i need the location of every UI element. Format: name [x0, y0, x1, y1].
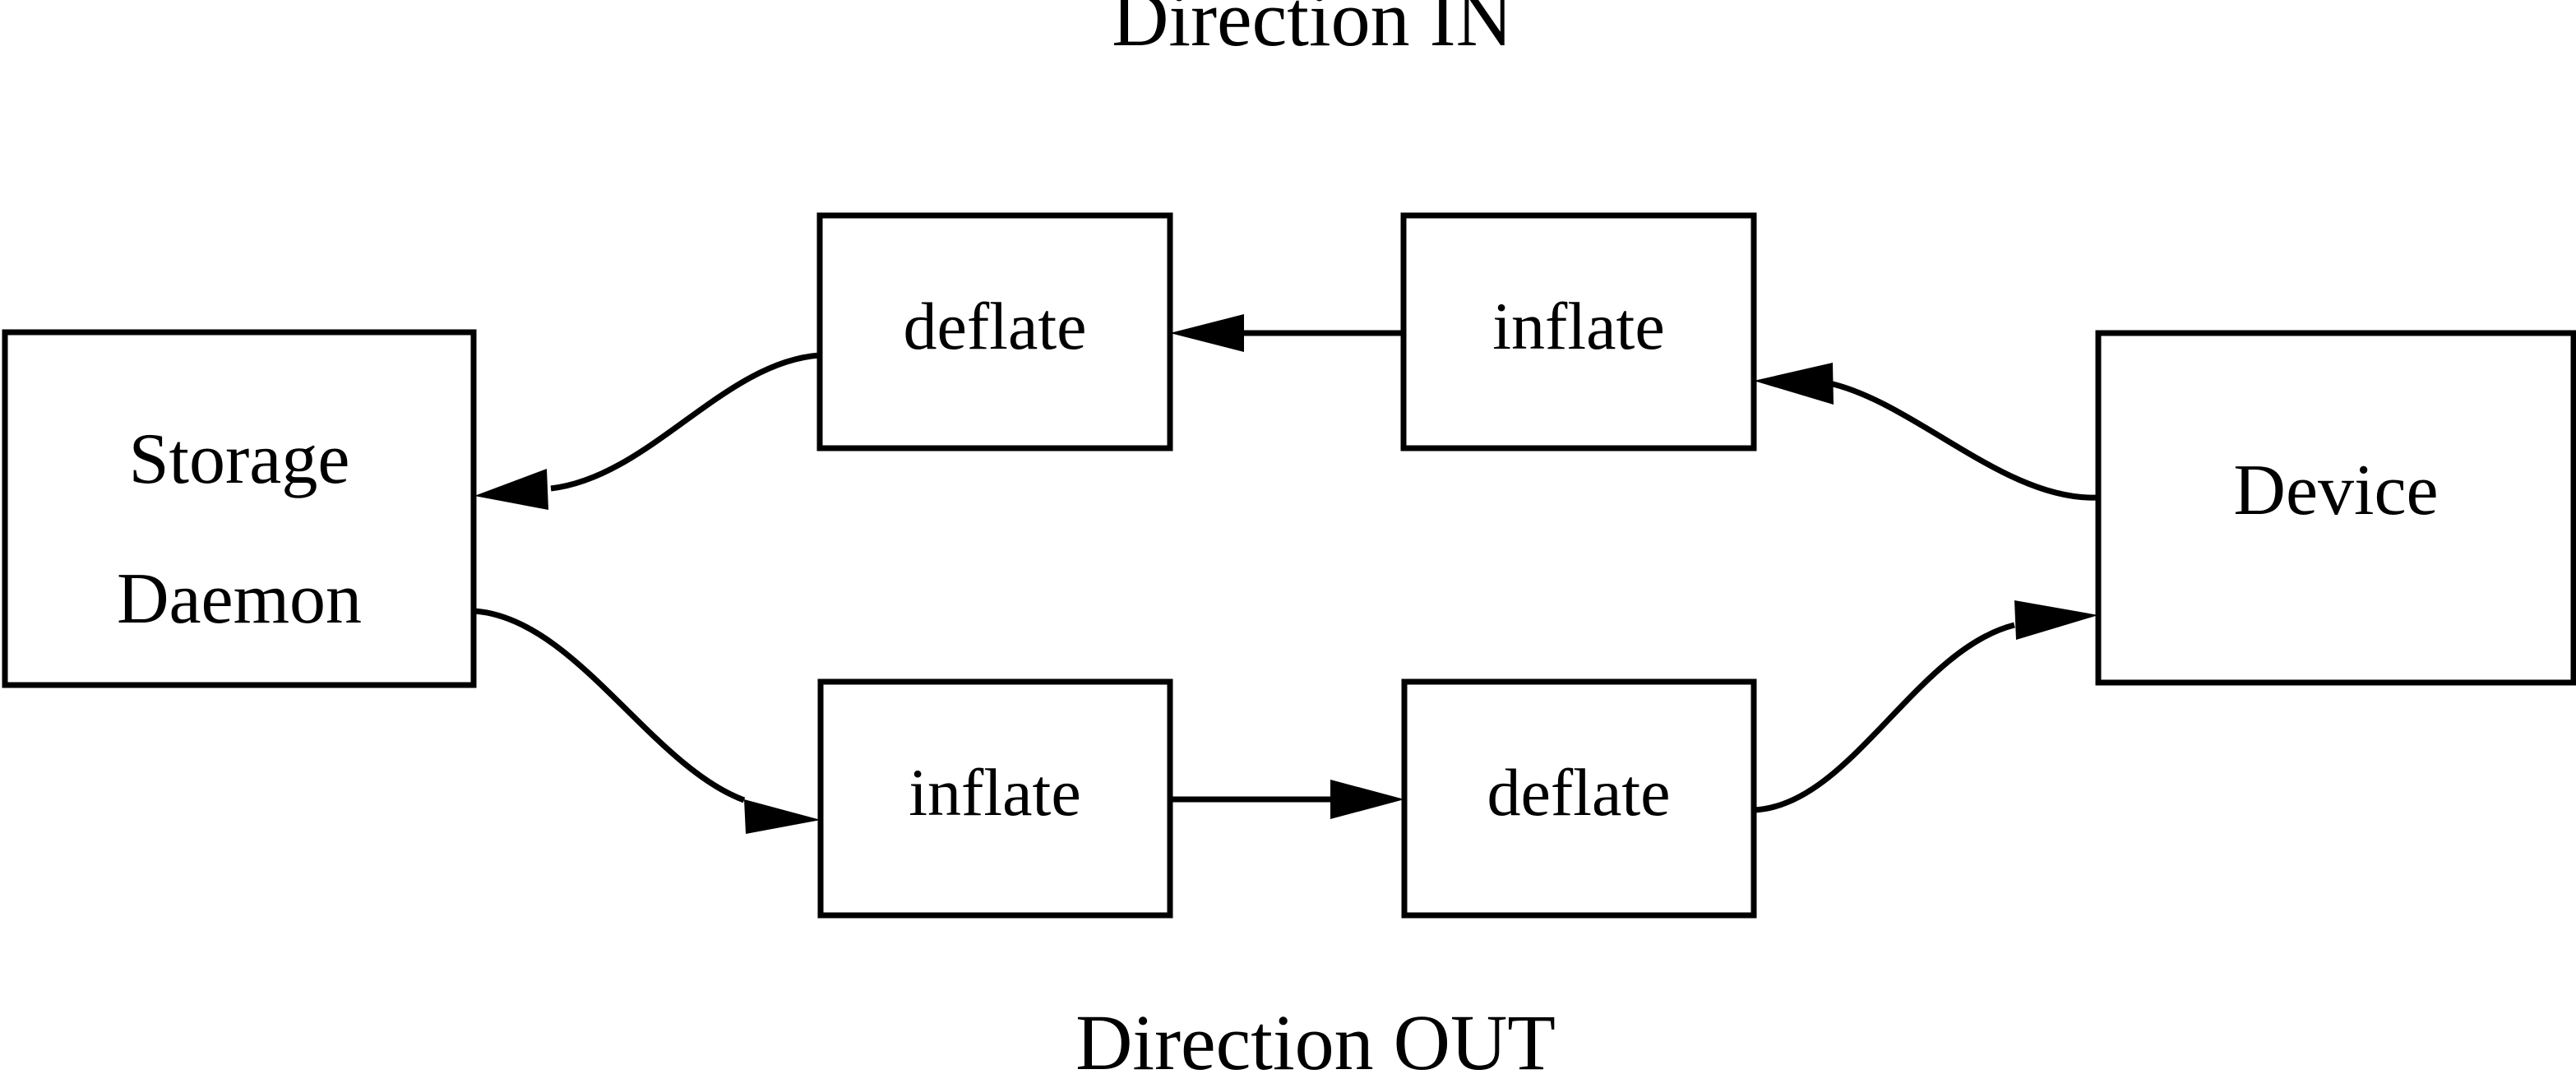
node-deflate-in[interactable]: deflate: [816, 212, 1173, 451]
edge-inflate-out-to-deflate-out: [1170, 780, 1404, 819]
deflate-out-box[interactable]: [1401, 678, 1757, 919]
node-inflate-in[interactable]: inflate: [1400, 212, 1757, 451]
edge-storage-daemon-to-inflate-out: [474, 608, 821, 834]
edge-inflate-in-to-deflate-in: [1170, 314, 1404, 352]
arrowhead-into-device: [2014, 600, 2098, 640]
inflate-in-label: inflate: [1492, 289, 1664, 363]
deflate-out-label: deflate: [1487, 755, 1670, 830]
arrowhead-into-deflate-out: [1330, 780, 1404, 819]
edge-storage-daemon-to-inflate-out-path: [474, 608, 746, 803]
edge-deflate-in-to-storage-daemon: [474, 352, 821, 510]
edge-deflate-out-to-device-path: [1753, 622, 2015, 813]
storage-daemon-label-line2: Daemon: [117, 559, 362, 639]
arrowhead-into-inflate-in: [1754, 363, 1834, 405]
edge-device-to-inflate-in-path: [1829, 380, 2099, 501]
device-label: Device: [2233, 451, 2438, 530]
arrowhead-into-storage-daemon: [474, 469, 548, 510]
storage-daemon-box[interactable]: [2, 329, 477, 688]
deflate-in-label: deflate: [903, 289, 1086, 363]
arrowhead-into-deflate-in: [1170, 314, 1244, 352]
inflate-out-label: inflate: [909, 755, 1080, 830]
edge-deflate-out-to-device: [1753, 600, 2098, 813]
inflate-out-box[interactable]: [817, 678, 1173, 919]
node-deflate-out[interactable]: deflate: [1401, 678, 1757, 919]
inflate-in-box[interactable]: [1400, 212, 1757, 451]
node-storage-daemon[interactable]: Storage Daemon: [2, 329, 477, 688]
deflate-in-box[interactable]: [816, 212, 1173, 451]
edge-device-to-inflate-in: [1754, 363, 2099, 501]
edge-deflate-in-to-storage-daemon-path: [550, 352, 821, 492]
arrowhead-into-inflate-out: [744, 799, 821, 834]
direction-out-label: Direction OUT: [1075, 998, 1556, 1086]
storage-daemon-label-line1: Storage: [129, 419, 350, 499]
direction-in-label: Direction IN: [1112, 0, 1513, 63]
node-inflate-out[interactable]: inflate: [817, 678, 1173, 919]
device-box[interactable]: [2095, 330, 2576, 686]
node-device[interactable]: Device: [2095, 330, 2576, 686]
